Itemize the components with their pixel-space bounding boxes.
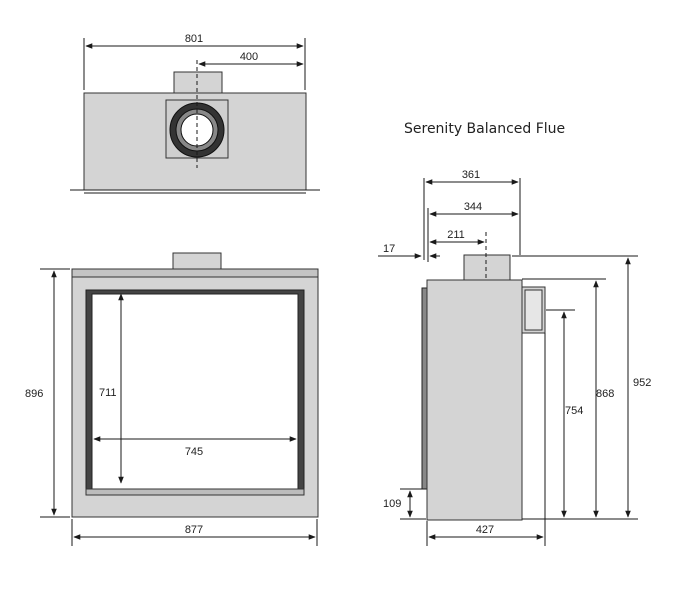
side-view-body (426, 279, 523, 521)
top-view: 801 400 (70, 33, 320, 194)
front-view-top-cap (71, 268, 319, 278)
front-view: 896 711 745 877 (25, 252, 319, 546)
front-width-label: 877 (185, 524, 203, 536)
side-view-front-panel (421, 287, 428, 490)
glass-width-label: 745 (185, 446, 203, 458)
glass-height-label: 711 (99, 387, 117, 399)
top-view-flue-collar (173, 71, 223, 94)
side-view: 361 344 211 17 952 868 754 109 427 (378, 169, 651, 546)
side-211-label: 211 (447, 229, 465, 241)
side-427-label: 427 (476, 524, 494, 536)
top-flue-offset-label: 400 (240, 51, 258, 63)
front-height-label: 896 (25, 388, 43, 400)
drawing-title: Serenity Balanced Flue (404, 121, 565, 137)
side-868-label: 868 (596, 388, 614, 400)
side-109-label: 109 (383, 498, 401, 510)
side-361-label: 361 (462, 169, 480, 181)
front-view-flue-collar (172, 252, 222, 270)
side-754-label: 754 (565, 405, 583, 417)
side-17-label: 17 (383, 243, 395, 255)
side-view-flue-collar (463, 254, 511, 281)
side-952-label: 952 (633, 377, 651, 389)
front-view-glass (91, 293, 299, 490)
top-width-label: 801 (185, 33, 203, 45)
side-344-label: 344 (464, 201, 482, 213)
